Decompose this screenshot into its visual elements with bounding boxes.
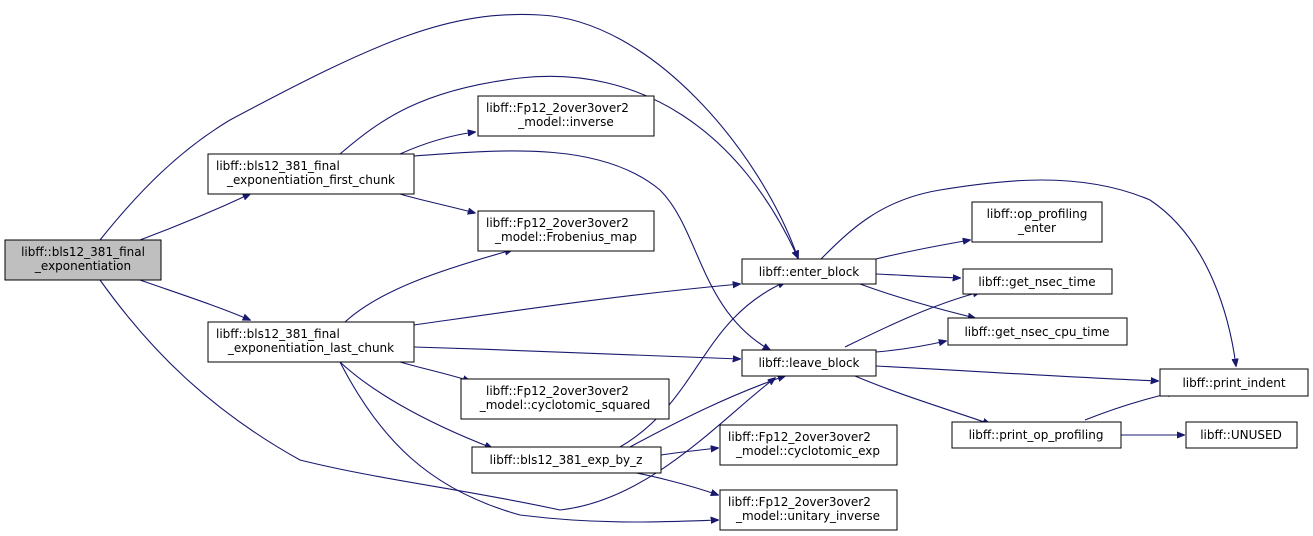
node-label-line: libff::UNUSED	[1200, 428, 1282, 442]
node-label-line: libff::Fp12_2over3over2	[486, 101, 629, 115]
node-fp12-cyclotomic-exp[interactable]: libff::Fp12_2over3over2 _model::cyclotom…	[719, 424, 898, 466]
edge-enter-block-to-get-nsec-cpu	[859, 283, 975, 318]
edges	[99, 13, 1236, 522]
node-fp12-frobenius-map[interactable]: libff::Fp12_2over3over2 _model::Frobeniu…	[477, 210, 655, 252]
node-label-line: libff::Fp12_2over3over2	[728, 430, 871, 444]
node-bls12-381-final-exponentiation-last-chunk[interactable]: libff::bls12_381_final _exponentiation_l…	[207, 321, 415, 363]
edge-leave-block-to-get-nsec-cpu	[875, 341, 946, 353]
node-label-line: libff::enter_block	[759, 265, 860, 279]
edge-final-exp-to-enter-block	[99, 13, 798, 258]
node-op-profiling-enter[interactable]: libff::op_profiling _enter	[971, 201, 1103, 243]
edge-final-exp-to-last-chunk	[139, 279, 250, 320]
edge-exp-by-z-to-unitary-inverse	[619, 469, 718, 495]
node-label-line: _model::cyclotomic_squared	[479, 398, 651, 412]
node-print-indent[interactable]: libff::print_indent	[1159, 368, 1309, 397]
node-label-line: libff::print_op_profiling	[969, 428, 1104, 442]
node-leave-block[interactable]: libff::leave_block	[741, 349, 877, 377]
edge-last-chunk-to-unitary-inverse	[339, 361, 718, 522]
edge-last-chunk-to-cyc-squared	[399, 361, 470, 381]
node-label-line: _model::unitary_inverse	[735, 509, 880, 523]
node-label-line: _exponentiation	[34, 259, 131, 273]
nodes: libff::bls12_381_final _exponentiation l…	[4, 95, 1309, 531]
edge-enter-block-to-op-prof-enter	[871, 240, 970, 261]
edge-leave-block-to-print-op-prof	[854, 375, 990, 424]
node-label-line: _exponentiation_last_chunk	[227, 341, 394, 355]
node-get-nsec-time[interactable]: libff::get_nsec_time	[962, 268, 1113, 295]
edge-last-chunk-to-exp-by-z	[339, 361, 492, 448]
edge-final-exp-to-leave-block	[99, 279, 775, 511]
node-bls12-381-final-exponentiation-first-chunk[interactable]: libff::bls12_381_final _exponentiation_f…	[207, 153, 415, 195]
node-bls12-381-exp-by-z[interactable]: libff::bls12_381_exp_by_z	[471, 446, 662, 474]
node-label-line: _model::Frobenius_map	[494, 230, 637, 244]
node-fp12-cyclotomic-squared[interactable]: libff::Fp12_2over3over2 _model::cyclotom…	[460, 378, 670, 420]
edge-last-chunk-to-leave-block	[413, 346, 740, 359]
node-label-line: _enter	[1017, 221, 1056, 235]
node-label-line: libff::Fp12_2over3over2	[486, 384, 629, 398]
edge-enter-block-to-print-indent	[819, 179, 1236, 366]
node-print-op-profiling[interactable]: libff::print_op_profiling	[951, 421, 1122, 449]
node-label-line: libff::op_profiling	[987, 207, 1088, 221]
node-unused[interactable]: libff::UNUSED	[1185, 421, 1298, 449]
edge-first-chunk-to-enter-block	[339, 75, 798, 258]
edge-exp-by-z-to-enter-block	[619, 282, 785, 448]
edge-first-chunk-to-inverse	[399, 132, 475, 155]
node-bls12-381-final-exponentiation[interactable]: libff::bls12_381_final _exponentiation	[4, 239, 162, 281]
node-label-line: libff::bls12_381_final	[216, 159, 340, 173]
node-fp12-unitary-inverse[interactable]: libff::Fp12_2over3over2 _model::unitary_…	[719, 489, 898, 531]
node-label-line: libff::bls12_381_final	[216, 327, 340, 341]
edge-first-chunk-to-frobenius	[399, 193, 475, 213]
edge-last-chunk-to-enter-block	[413, 284, 740, 326]
node-label-line: libff::bls12_381_final	[21, 245, 145, 259]
edge-enter-block-to-get-nsec-time	[875, 273, 960, 278]
node-label-line: libff::bls12_381_exp_by_z	[490, 453, 643, 467]
node-fp12-inverse[interactable]: libff::Fp12_2over3over2 _model::inverse	[477, 95, 655, 137]
node-label-line: _model::cyclotomic_exp	[735, 444, 880, 458]
node-label-line: libff::Fp12_2over3over2	[728, 495, 871, 509]
edge-exp-by-z-to-leave-block	[629, 376, 785, 448]
edge-leave-block-to-print-indent	[875, 365, 1158, 381]
edge-final-exp-to-first-chunk	[139, 194, 250, 241]
node-enter-block[interactable]: libff::enter_block	[741, 258, 877, 285]
edge-first-chunk-to-leave-block	[413, 150, 770, 350]
node-label-line: _model::inverse	[517, 115, 613, 129]
node-label-line: libff::Fp12_2over3over2	[486, 216, 629, 230]
edge-exp-by-z-to-cyc-exp	[660, 448, 718, 456]
node-get-nsec-cpu-time[interactable]: libff::get_nsec_cpu_time	[947, 317, 1128, 346]
node-label-line: libff::get_nsec_time	[978, 275, 1095, 289]
node-label-line: libff::leave_block	[758, 356, 859, 370]
node-label-line: libff::get_nsec_cpu_time	[964, 325, 1109, 339]
edge-leave-block-to-get-nsec-time	[844, 292, 980, 348]
node-label-line: libff::print_indent	[1182, 376, 1285, 390]
node-label-line: _exponentiation_first_chunk	[226, 173, 395, 187]
edge-last-chunk-to-frobenius	[344, 250, 512, 323]
